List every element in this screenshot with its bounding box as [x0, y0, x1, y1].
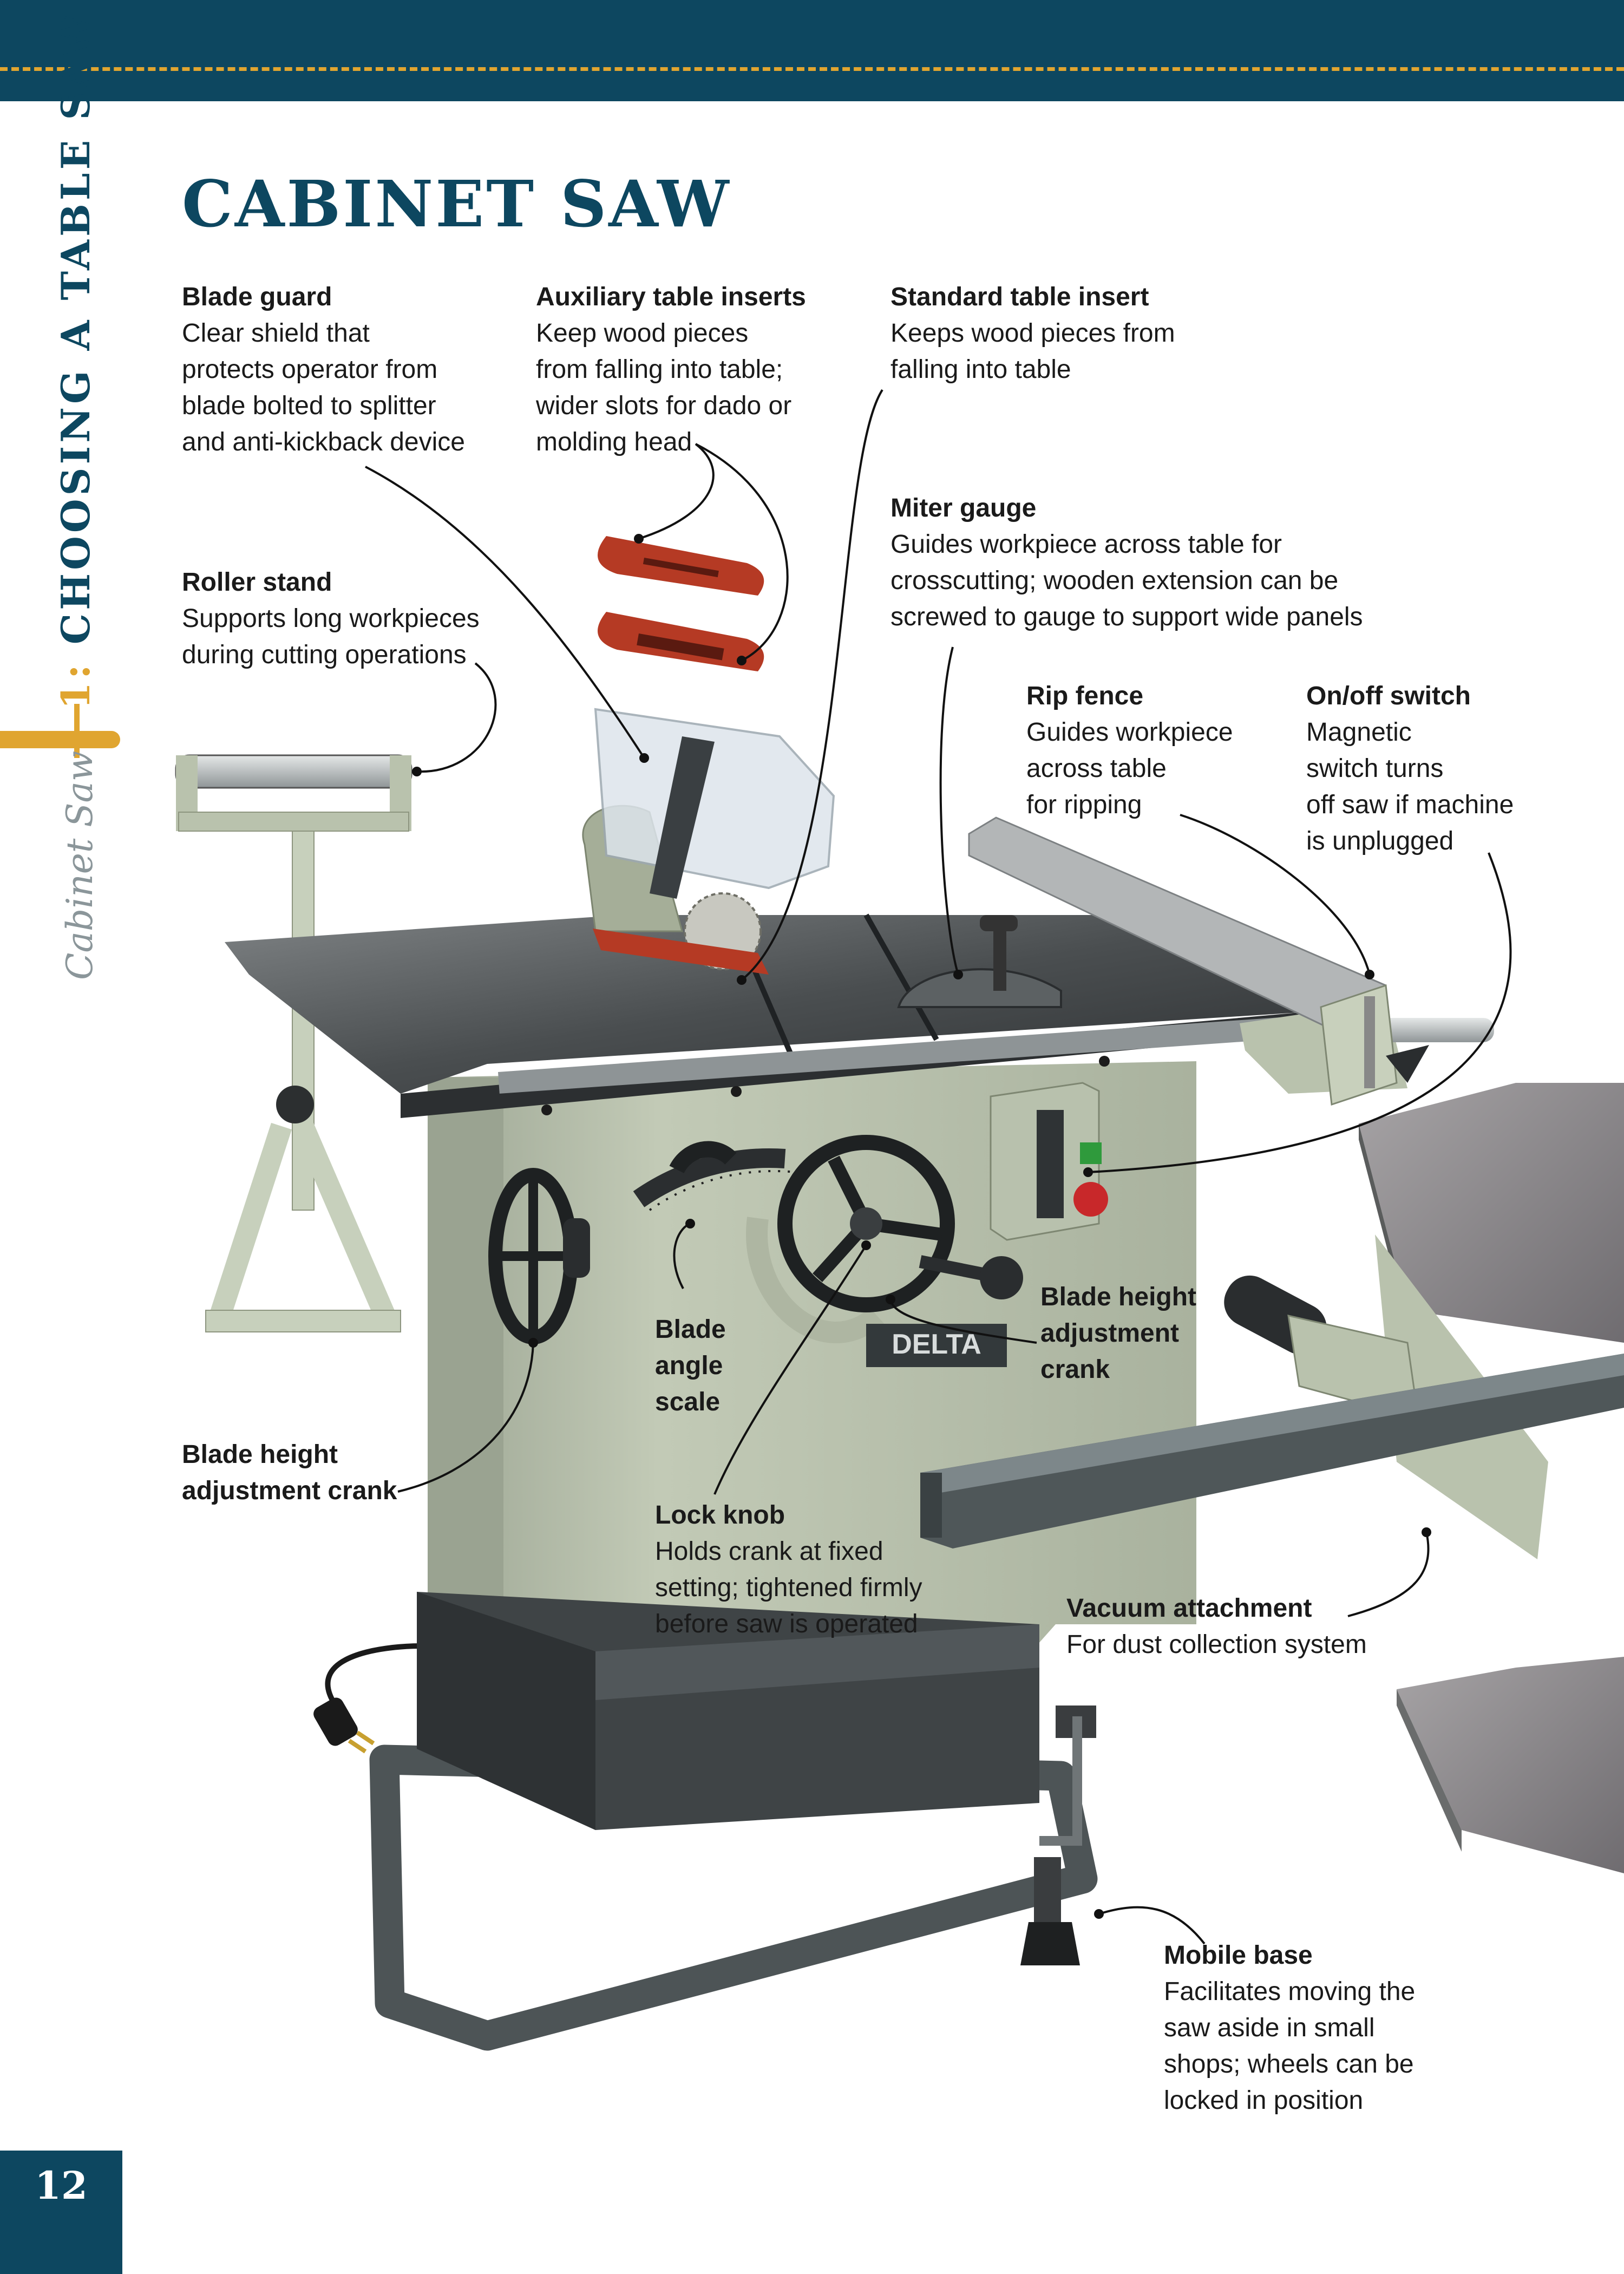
extension-table-top: [1359, 1083, 1624, 1559]
header-bar: [0, 0, 1624, 101]
power-cord: [313, 1643, 423, 1754]
height-crank-wheel-side: [488, 1168, 590, 1344]
callout-line: crosscutting; wooden extension can be: [890, 566, 1339, 595]
callout-line: adjustment: [1040, 1319, 1180, 1348]
callout-line: is unplugged: [1306, 827, 1454, 855]
callout-line: For dust collection system: [1066, 1630, 1367, 1659]
callout-line: shops; wheels can be: [1164, 2050, 1414, 2079]
callout-heading: On/off switch: [1306, 682, 1471, 710]
callout-auxiliary-inserts: Auxiliary table inserts Keep wood pieces…: [536, 279, 806, 460]
callout-standard-insert: Standard table insert Keeps wood pieces …: [890, 279, 1175, 388]
callout-mobile-base: Mobile base Facilitates moving the saw a…: [1164, 1937, 1415, 2119]
callout-line: setting; tightened firmly: [655, 1573, 922, 1602]
callout-line: for ripping: [1026, 790, 1142, 819]
callout-line: Blade height: [1040, 1283, 1197, 1311]
auxiliary-table-inserts: [598, 536, 764, 671]
callout-heading: Lock knob: [655, 1501, 785, 1530]
leader-lines: [365, 389, 1512, 1945]
callout-heading: Rip fence: [1026, 682, 1144, 710]
callout-line: across table: [1026, 754, 1167, 783]
callout-line: Facilitates moving the: [1164, 1977, 1416, 2006]
callout-heading: Roller stand: [182, 568, 332, 597]
delta-logo: DELTA: [892, 1329, 981, 1360]
callout-line: before saw is operated: [655, 1610, 918, 1638]
callout-rip-fence: Rip fence Guides workpiece across table …: [1026, 678, 1233, 823]
callout-line: crank: [1040, 1355, 1110, 1384]
callout-line: Magnetic: [1306, 718, 1412, 747]
callout-line: Keep wood pieces: [536, 319, 749, 348]
callout-blade-guard: Blade guard Clear shield that protects o…: [182, 279, 465, 460]
callout-lock-knob: Lock knob Holds crank at fixed setting; …: [655, 1497, 922, 1642]
miter-gauge: [897, 915, 1062, 1008]
callout-heading: Vacuum attachment: [1066, 1594, 1312, 1623]
callout-line: during cutting operations: [182, 641, 467, 669]
roller-stand: [175, 754, 412, 1332]
callout-line: Guides workpiece across table for: [890, 530, 1282, 559]
callout-line: Holds crank at fixed: [655, 1537, 883, 1566]
callout-line: angle: [655, 1351, 723, 1380]
callout-line: locked in position: [1164, 2086, 1364, 2115]
on-off-switch-box: [990, 1082, 1108, 1241]
callout-line: from falling into table;: [536, 355, 783, 384]
height-crank-wheel-front: [777, 1135, 1023, 1312]
page-title: CABINET SAW: [182, 166, 731, 241]
callout-line: Keeps wood pieces from: [890, 319, 1175, 348]
callout-heading: Miter gauge: [890, 494, 1037, 522]
callout-line: screwed to gauge to support wide panels: [890, 603, 1363, 631]
header-dashed-rule: [0, 67, 1624, 71]
callout-line: Blade height: [182, 1440, 338, 1469]
callout-line: Clear shield that: [182, 319, 370, 348]
blade-angle-scale: [633, 1141, 796, 1211]
callout-vacuum-attachment: Vacuum attachment For dust collection sy…: [1066, 1590, 1367, 1663]
page-number-box: [0, 2151, 122, 2274]
callout-line: molding head: [536, 428, 692, 456]
callout-line: switch turns: [1306, 754, 1444, 783]
fence-rail-extension: [920, 1354, 1624, 1548]
callout-line: falling into table: [890, 355, 1071, 384]
callout-line: Blade: [655, 1315, 726, 1344]
callout-blade-angle-scale: Blade angle scale: [655, 1311, 726, 1420]
callout-miter-gauge: Miter gauge Guides workpiece across tabl…: [890, 490, 1363, 635]
callout-heading: Blade guard: [182, 283, 332, 311]
callout-height-crank-right: Blade height adjustment crank: [1040, 1279, 1196, 1388]
callout-line: adjustment crank: [182, 1476, 397, 1505]
callout-line: scale: [655, 1388, 721, 1416]
callout-height-crank-left: Blade height adjustment crank: [182, 1436, 397, 1509]
chapter-tab: [0, 731, 120, 748]
page-number: 12: [35, 2163, 88, 2208]
blade-guard: [582, 708, 835, 975]
callout-heading: Auxiliary table inserts: [536, 283, 806, 311]
saw-table: [225, 913, 1494, 1118]
callout-line: and anti-kickback device: [182, 428, 465, 456]
leader-dots: [412, 534, 1431, 1919]
callout-line: Guides workpiece: [1026, 718, 1233, 747]
callout-line: Supports long workpieces: [182, 604, 480, 633]
extension-table-bottom: [1397, 1657, 1624, 1873]
callout-heading: Mobile base: [1164, 1941, 1313, 1970]
callout-line: protects operator from: [182, 355, 438, 384]
callout-line: off saw if machine: [1306, 790, 1514, 819]
callout-heading: Standard table insert: [890, 283, 1149, 311]
callout-line: blade bolted to splitter: [182, 391, 436, 420]
callout-line: saw aside in small: [1164, 2014, 1375, 2042]
callout-line: wider slots for dado or: [536, 391, 792, 420]
rip-fence: [968, 816, 1429, 1106]
callout-on-off-switch: On/off switch Magnetic switch turns off …: [1306, 678, 1514, 859]
callout-roller-stand: Roller stand Supports long workpieces du…: [182, 564, 480, 673]
